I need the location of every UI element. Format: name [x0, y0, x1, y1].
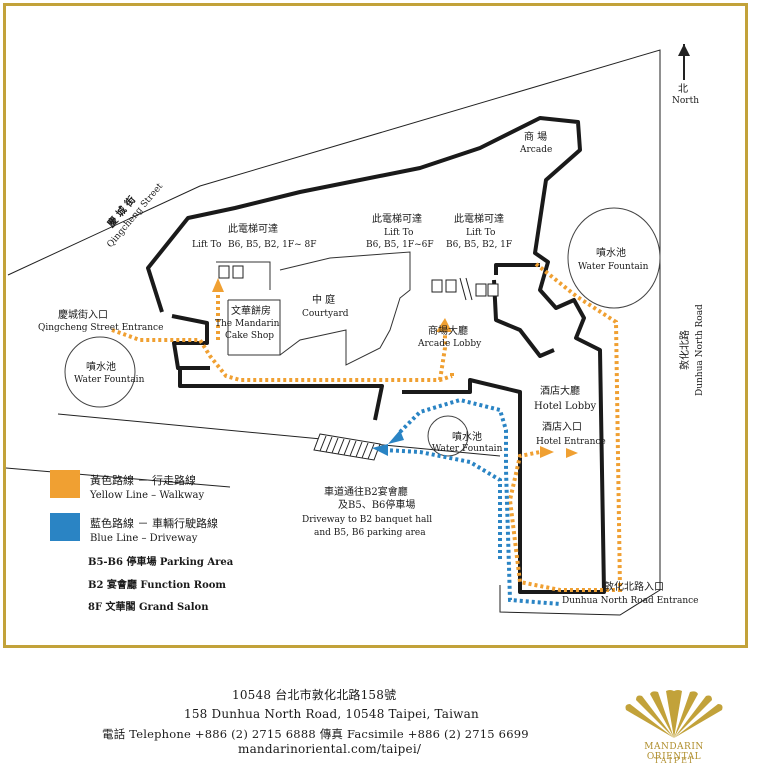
street-lines — [5, 49, 661, 616]
fountain-left-en: Water Fountain — [74, 375, 145, 385]
fountain-center-icon — [427, 415, 469, 457]
arcade-lobby-zh: 商場大廳 — [428, 324, 468, 337]
footer-website[interactable]: mandarinoriental.com/taipei/ — [238, 742, 422, 756]
fountain-left-zh: 噴水池 — [86, 360, 116, 373]
lift2-en1: Lift To — [384, 228, 413, 238]
yellow-arrows — [212, 278, 578, 458]
fountain-center-en: Water Fountain — [432, 444, 503, 454]
site-map: 北 North 慶 城 街 Qingcheng Street 敦化北路 Dunh… — [5, 44, 705, 616]
hotel-lobby-zh: 酒店大廳 — [540, 384, 580, 397]
footer-en-address: 158 Dunhua North Road, 10548 Taipei, Tai… — [184, 707, 479, 721]
blue-arrows — [372, 430, 404, 456]
legend-parking: B5-B6 停車場 Parking Area — [88, 555, 234, 568]
lift2-zh: 此電梯可達 — [372, 212, 422, 225]
cake-shop-en1: The Mandarin — [215, 319, 280, 329]
lift3-en2: B6, B5, B2, 1F — [446, 240, 512, 250]
building-walls — [146, 116, 606, 594]
courtyard-zh: 中 庭 — [312, 293, 335, 306]
lift3-en1: Lift To — [466, 228, 495, 238]
driveway-zh1: 車道通往B2宴會廳 — [324, 485, 408, 498]
dunhua-road-en: Dunhua North Road — [695, 304, 705, 396]
driveway-en1: Driveway to B2 banquet hall — [302, 515, 432, 525]
cake-shop-zh: 文華餅房 — [231, 304, 271, 317]
lift3-zh: 此電梯可達 — [454, 212, 504, 225]
legend-blue-swatch — [50, 513, 80, 541]
lift-icon-2 — [431, 277, 473, 301]
legend-yellow-en: Yellow Line – Walkway — [89, 490, 205, 501]
map-frame — [3, 3, 748, 648]
driveway-zh2: 及B5、B6停車場 — [338, 498, 415, 511]
hotel-entrance-en: Hotel Entrance — [536, 437, 606, 447]
legend-blue-en: Blue Line – Driveway — [90, 533, 198, 544]
courtyard-en: Courtyard — [302, 309, 349, 319]
legend-salon: 8F 文華閣 Grand Salon — [88, 600, 209, 613]
fountain-right-zh: 噴水池 — [596, 246, 626, 259]
arcade-lobby-en: Arcade Lobby — [417, 339, 482, 349]
driveway-en2: and B5, B6 parking area — [314, 528, 426, 538]
logo-city: TAIPEI — [653, 756, 695, 765]
fountain-left-icon — [64, 336, 136, 408]
hotel-lobby-en: Hotel Lobby — [534, 401, 597, 412]
compass-en: North — [672, 96, 699, 106]
legend-blue-zh: 藍色路線 － 車輛行駛路線 — [90, 516, 218, 530]
compass-zh: 北 — [678, 83, 688, 95]
fountain-right-icon — [567, 207, 661, 309]
lift-icon-3 — [475, 283, 499, 297]
footer-phone: 電話 Telephone +886 (2) 2715 6888 傳真 Facsi… — [102, 727, 529, 741]
blue-driveway — [383, 397, 561, 606]
dunhua-entrance-en: Dunhua North Road Entrance — [562, 596, 699, 606]
arcade-en: Arcade — [519, 145, 552, 155]
lift2-en2: B6, B5, 1F~6F — [366, 240, 434, 250]
dunhua-road-zh: 敦化北路 — [678, 330, 691, 370]
escalator — [313, 433, 381, 461]
arcade-zh: 商 場 — [524, 130, 547, 143]
lift1-en2: B6, B5, B2, 1F~ 8F — [228, 240, 317, 250]
fountain-right-en: Water Fountain — [578, 262, 649, 272]
cake-shop-en2: Cake Shop — [225, 331, 274, 341]
footer: 10548 台北市敦化北路158號 158 Dunhua North Road,… — [0, 650, 757, 774]
yellow-walkway — [111, 262, 623, 592]
legend-function: B2 宴會廳 Function Room — [88, 578, 226, 591]
lift1-en1: Lift To — [192, 240, 221, 250]
footer-zh-address: 10548 台北市敦化北路158號 — [232, 688, 397, 702]
lift1-zh: 此電梯可達 — [228, 222, 278, 235]
hotel-entrance-zh: 酒店入口 — [542, 420, 582, 433]
fountain-center-zh: 噴水池 — [452, 430, 482, 443]
logo-name: MANDARIN ORIENTAL — [644, 742, 704, 762]
dunhua-entrance-zh: 敦化北路入口 — [604, 580, 664, 593]
lift-icon-1 — [218, 265, 244, 279]
legend-yellow-swatch — [50, 470, 80, 498]
interior-walls — [216, 251, 411, 366]
qingcheng-entrance-en: Qingcheng Street Entrance — [38, 323, 163, 333]
mandarin-oriental-fan-logo — [625, 690, 723, 738]
north-compass-icon — [678, 44, 690, 80]
legend-yellow-zh: 黃色路線 － 行走路線 — [90, 473, 196, 487]
qingcheng-entrance-zh: 慶城街入口 — [58, 308, 108, 321]
